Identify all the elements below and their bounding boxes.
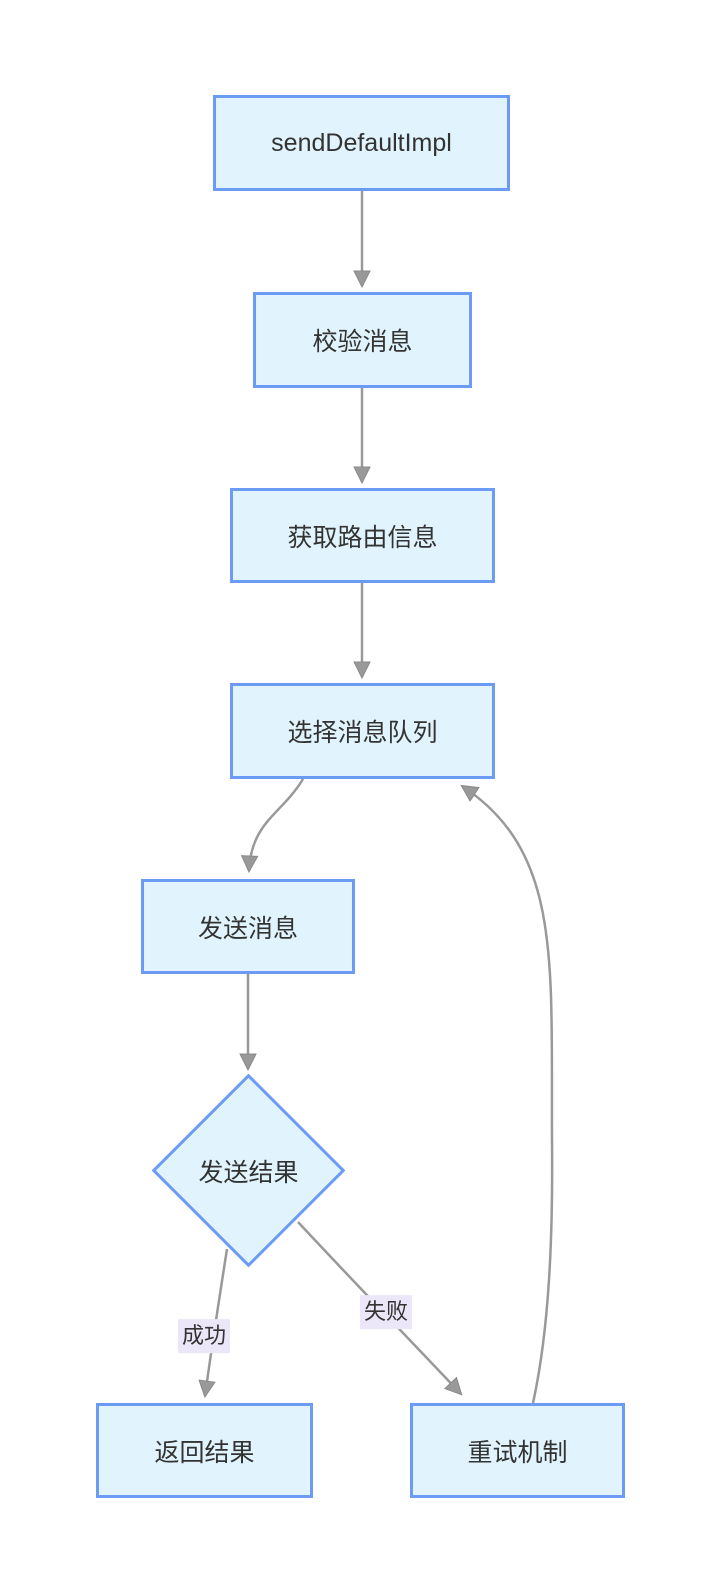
edge-selectqueue-to-send: [249, 778, 305, 871]
node-select-message-queue: 选择消息队列: [230, 683, 495, 779]
node-retry-mechanism: 重试机制: [410, 1403, 625, 1498]
node-get-route-info: 获取路由信息: [230, 488, 495, 583]
node-label: 发送结果: [198, 1159, 299, 1187]
node-send-result-decision: 发送结果: [151, 1073, 346, 1268]
node-senddefaultimpl: sendDefaultImpl: [213, 95, 510, 191]
edge-retry-to-selectqueue: [462, 786, 554, 1404]
edge-label-failure: 失败: [359, 1295, 413, 1329]
edge-label-success: 成功: [177, 1319, 231, 1353]
node-label: 选择消息队列: [287, 719, 438, 747]
node-label: 获取路由信息: [287, 523, 438, 552]
node-send-message: 发送消息: [141, 879, 355, 974]
node-return-result: 返回结果: [96, 1403, 313, 1498]
node-label: sendDefaultImpl: [271, 128, 452, 157]
node-label: 返回结果: [154, 1438, 255, 1467]
node-label: 发送消息: [197, 914, 298, 943]
node-validate-message: 校验消息: [253, 292, 472, 388]
node-label: 重试机制: [467, 1438, 568, 1467]
node-label: 校验消息: [312, 328, 413, 356]
